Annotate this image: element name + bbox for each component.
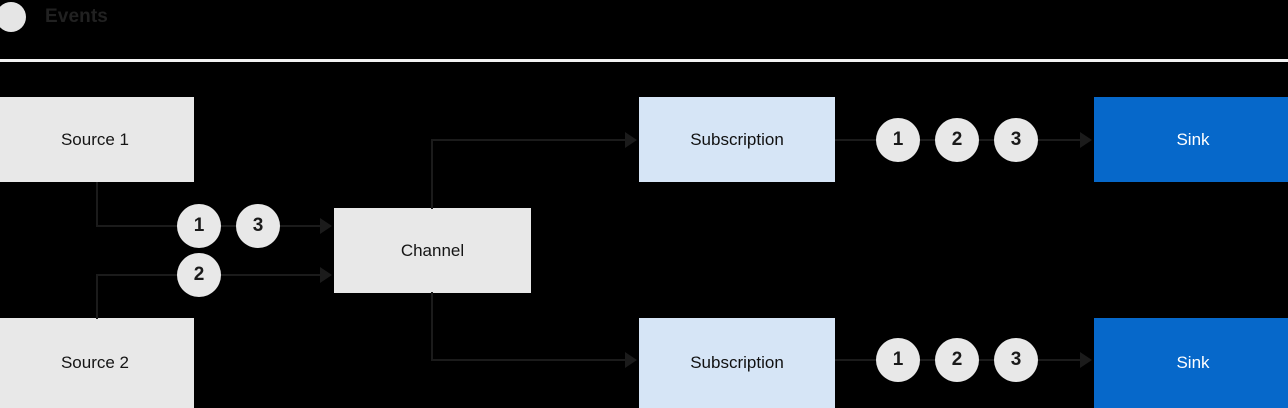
node-channel-label: Channel — [400, 240, 465, 260]
node-source-2[interactable]: Source 2 — [0, 318, 194, 408]
arrow-channel-to-subscription-bottom — [625, 352, 637, 368]
connector-source2-channel-vertical — [96, 274, 98, 319]
event-token: 2 — [935, 118, 979, 162]
connector-channel-subscription-bottom-horizontal — [431, 359, 625, 361]
arrow-channel-to-subscription-top — [625, 132, 637, 148]
event-token: 1 — [177, 204, 221, 248]
node-subscription-bottom[interactable]: Subscription — [639, 318, 835, 408]
node-subscription-bottom-label: Subscription — [690, 353, 784, 372]
event-token: 1 — [876, 118, 920, 162]
event-token: 2 — [177, 253, 221, 297]
node-sink-top[interactable]: Sink — [1094, 97, 1288, 182]
node-sink-bottom[interactable]: Sink — [1094, 318, 1288, 408]
connector-channel-subscription-top-vertical — [431, 139, 433, 209]
legend-label: Events — [45, 6, 108, 27]
connector-channel-subscription-top-horizontal — [431, 139, 625, 141]
event-token: 2 — [935, 338, 979, 382]
node-source-1[interactable]: Source 1 — [0, 97, 194, 182]
header-divider — [0, 59, 1288, 62]
event-token: 3 — [994, 118, 1038, 162]
legend: Events — [0, 0, 1288, 59]
event-token: 3 — [236, 204, 280, 248]
arrow-subscription-top-to-sink — [1080, 132, 1092, 148]
node-channel[interactable]: Channel — [334, 208, 531, 293]
connector-channel-subscription-bottom-vertical — [431, 292, 433, 361]
arrow-source1-to-channel — [320, 218, 332, 234]
arrow-source2-to-channel — [320, 267, 332, 283]
node-source-1-label: Source 1 — [60, 129, 130, 149]
arrow-subscription-bottom-to-sink — [1080, 352, 1092, 368]
connector-source1-channel-vertical — [96, 182, 98, 227]
node-source-2-label: Source 2 — [60, 353, 130, 372]
node-sink-bottom-label: Sink — [1176, 353, 1210, 372]
node-subscription-top[interactable]: Subscription — [639, 97, 835, 182]
event-token: 1 — [876, 338, 920, 382]
event-token: 3 — [994, 338, 1038, 382]
event-dot-icon — [0, 2, 26, 32]
node-subscription-top-label: Subscription — [690, 129, 784, 149]
node-sink-top-label: Sink — [1176, 129, 1210, 149]
